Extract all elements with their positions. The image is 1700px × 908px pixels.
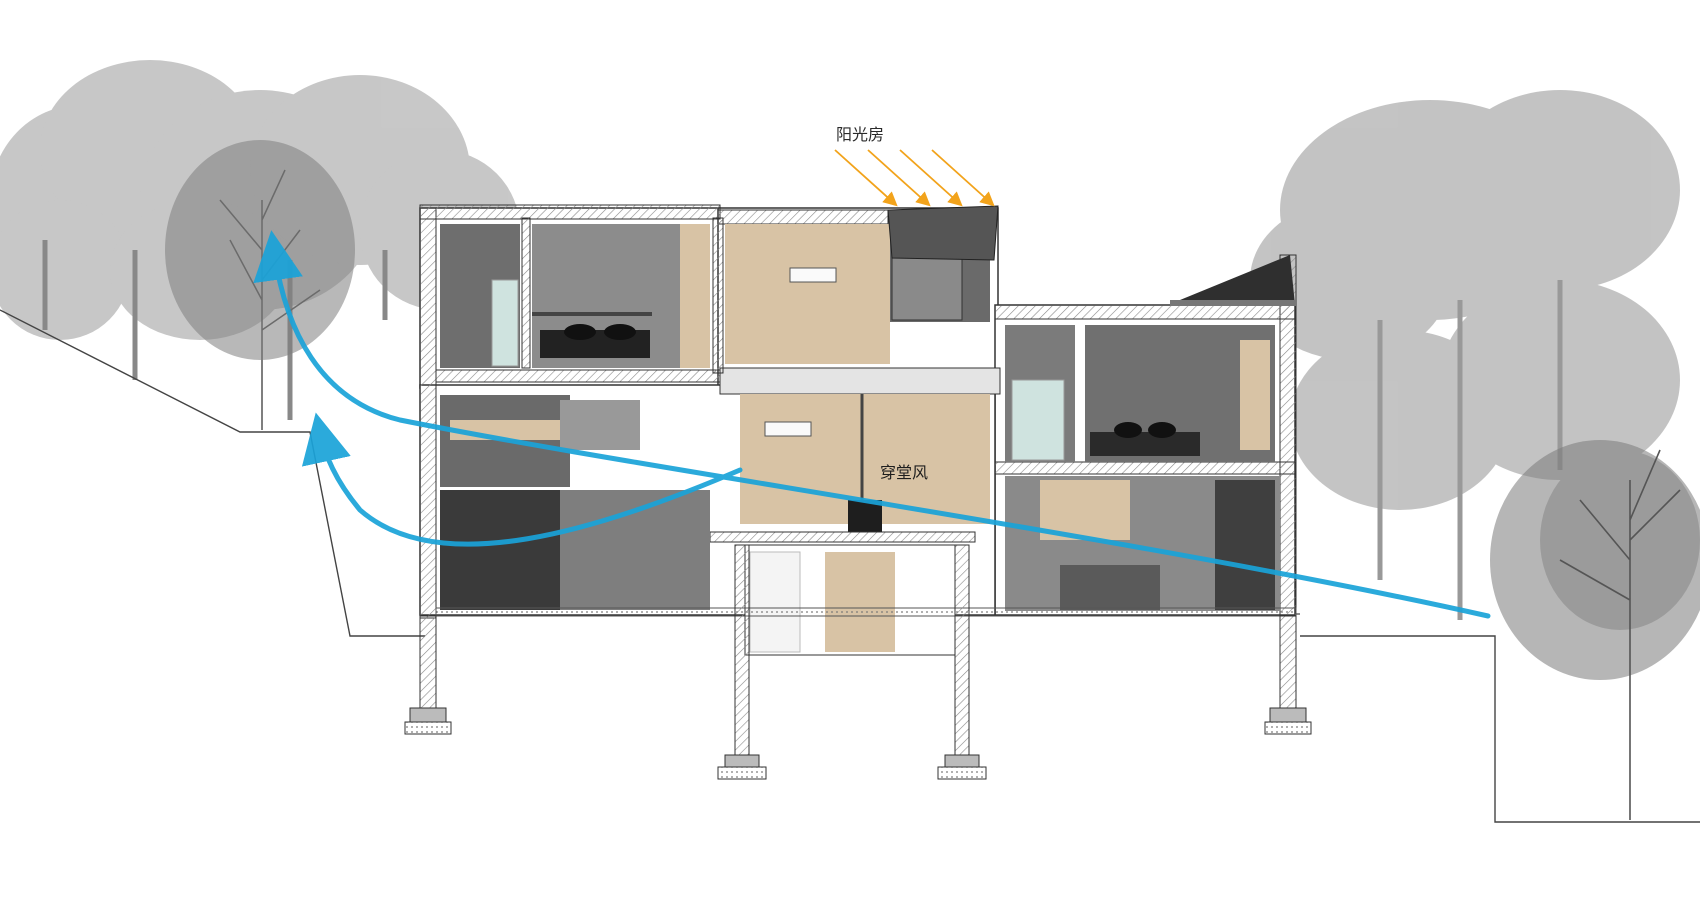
sunroom-label: 阳光房 (836, 125, 885, 144)
building-section (419, 204, 1297, 656)
foundations (404, 544, 1312, 780)
sun-rays (834, 149, 995, 207)
cross-ventilation-label: 穿堂风 (880, 463, 929, 482)
tree-left-dark-canopy (165, 140, 355, 360)
tree-right-dark (1559, 449, 1681, 820)
airflow-arrows (253, 230, 1491, 619)
trees-right-trunks (1377, 280, 1563, 620)
tree-right-dark-canopy (1490, 440, 1700, 680)
